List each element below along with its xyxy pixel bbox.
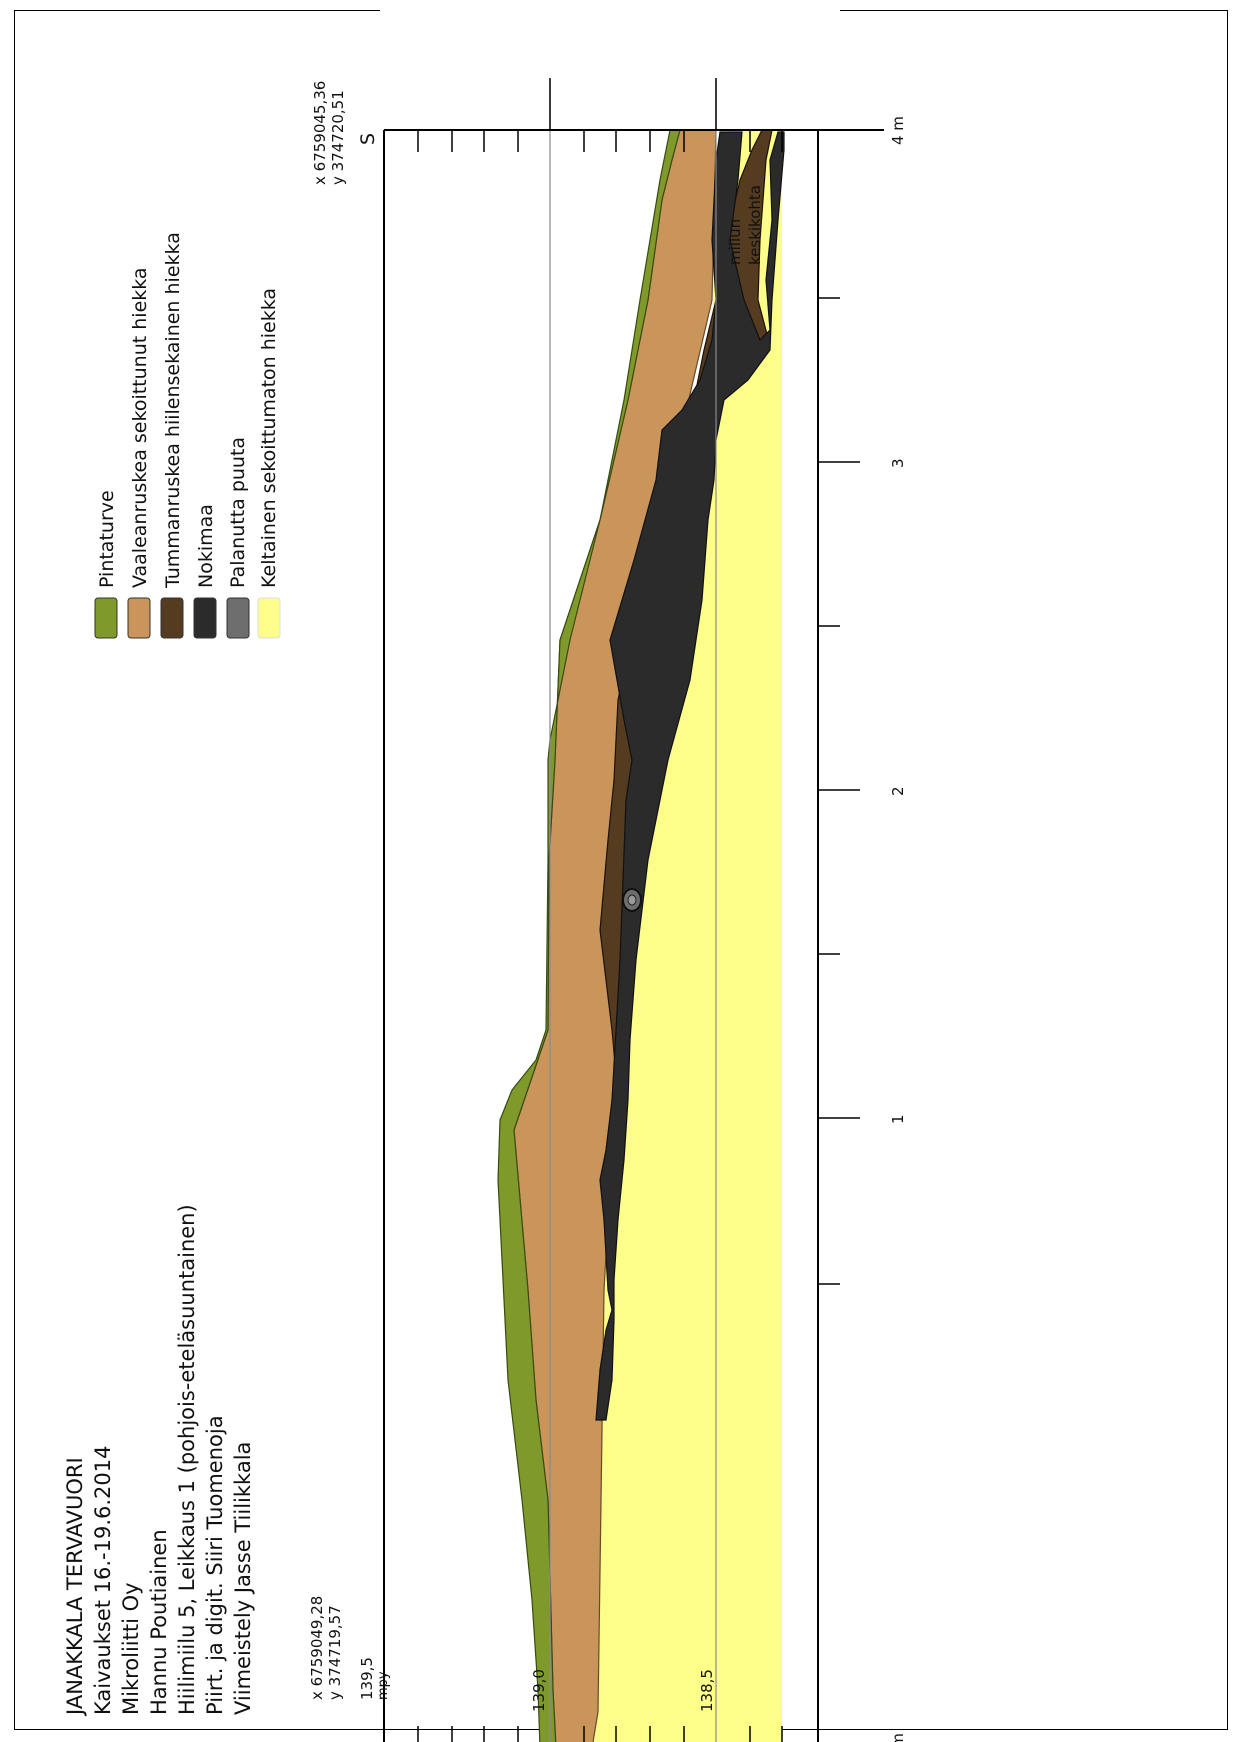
south-coordinate-y: y 374720,51 xyxy=(329,90,347,185)
header-line-3: Mikroliitti Oy xyxy=(119,1582,143,1715)
layer-nokimaa xyxy=(595,131,785,1421)
layer-keltainen-sand xyxy=(593,130,782,1742)
legend: Pintaturve Vaaleanruskea sekoittunut hie… xyxy=(94,232,281,639)
elevation-unit: mpy xyxy=(376,1671,391,1700)
legend-label-vaaleanruskea: Vaaleanruskea sekoittunut hiekka xyxy=(129,267,151,588)
header-line-7: Viimeistely Jasse Tiilikkala xyxy=(231,1442,255,1715)
elevation-label-138-5: 138,5 xyxy=(698,1669,716,1712)
legend-swatch-nokimaa xyxy=(193,597,217,639)
distance-ticks xyxy=(818,129,860,1285)
elevation-ticks xyxy=(383,130,783,1742)
legend-swatch-keltainen xyxy=(257,597,281,639)
crop-top xyxy=(380,0,840,130)
distance-label-3: 3 xyxy=(889,458,907,468)
header-line-2: Kaivaukset 16.-19.6.2014 xyxy=(91,1446,115,1716)
direction-south: S xyxy=(357,133,379,145)
elevation-label-139-0: 139,0 xyxy=(530,1669,548,1712)
north-coordinate-x: x 6759049,28 xyxy=(308,1596,326,1700)
header-line-4: Hannu Poutiainen xyxy=(147,1529,171,1715)
south-coordinate-x: x 6759045,36 xyxy=(311,81,329,185)
distance-label-1: 1 xyxy=(889,1114,907,1124)
legend-label-tummanruskea: Tummanruskea hiilensekainen hiekka xyxy=(162,232,184,589)
header-line-6: Piirt. ja digit. Siiri Tuomenoja xyxy=(203,1415,227,1715)
header-line-1: JANAKKALA TERVAVUORI xyxy=(63,1457,87,1717)
header-line-5: Hiilimiilu 5, Leikkaus 1 (pohjois-eteläs… xyxy=(175,1204,199,1715)
legend-swatch-vaaleanruskea xyxy=(127,597,151,639)
soil-layers xyxy=(497,129,785,1742)
legend-label-palanutta-puuta: Palanutta puuta xyxy=(227,437,249,588)
layer-pintaturve xyxy=(497,129,681,1742)
legend-swatch-palanutta-puuta xyxy=(226,597,250,639)
north-coordinate-y: y 374719,57 xyxy=(326,1605,344,1700)
legend-label-nokimaa: Nokimaa xyxy=(195,504,217,588)
distance-label-4m: 4 m xyxy=(889,116,907,145)
distance-label-0m: 0 m xyxy=(889,1733,907,1742)
annotation-keskikohta: keskikohta xyxy=(746,185,764,265)
legend-label-pintaturve: Pintaturve xyxy=(96,490,118,588)
header-block: JANAKKALA TERVAVUORI Kaivaukset 16.-19.6… xyxy=(63,1204,255,1717)
palanutta-puuta-core xyxy=(627,894,637,906)
legend-swatch-pintaturve xyxy=(94,597,118,639)
annotation-miilun: miilun xyxy=(726,219,744,265)
distance-label-2: 2 xyxy=(889,786,907,796)
elevation-label-139-5: 139,5 xyxy=(358,1657,376,1700)
legend-label-keltainen: Keltainen sekoittumaton hiekka xyxy=(258,288,280,588)
legend-swatch-tummanruskea xyxy=(160,597,184,639)
